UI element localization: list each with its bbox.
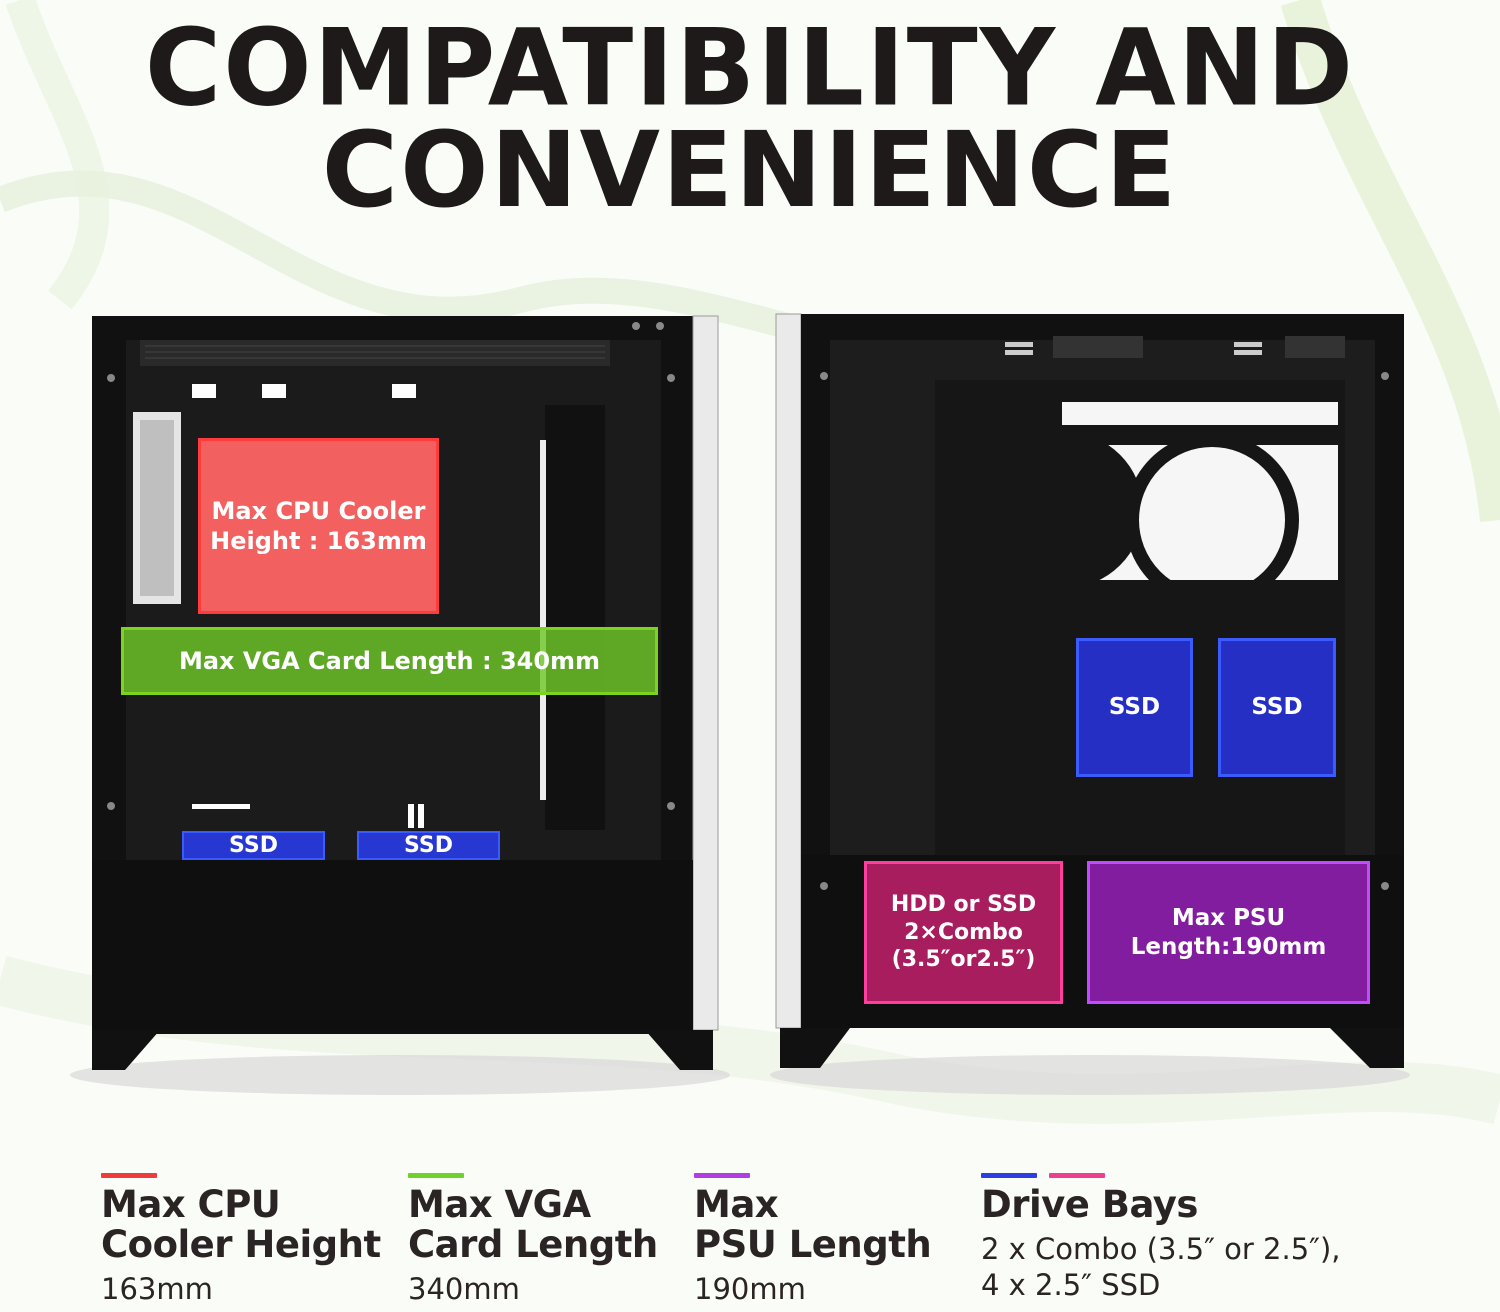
color-bar: [408, 1173, 464, 1178]
psu-label: Max PSU Length:190mm: [1130, 904, 1327, 960]
ssd-label: SSD: [1251, 694, 1303, 721]
color-bar: [1049, 1173, 1105, 1178]
headline-line-1: COMPATIBILITY AND: [144, 5, 1356, 131]
color-bar: [101, 1173, 157, 1178]
spec-value: 340mm: [408, 1272, 520, 1306]
color-bar: [694, 1173, 750, 1178]
hdd-combo-label: HDD or SSD 2×Combo (3.5″or2.5″): [890, 892, 1037, 973]
cpu-cooler-zone: Max CPU Cooler Height : 163mm: [198, 438, 439, 614]
ssd-zone-right-1: SSD: [1076, 638, 1193, 777]
vga-card-zone: Max VGA Card Length : 340mm: [121, 627, 658, 695]
ssd-label: SSD: [1108, 694, 1161, 721]
spec-title: Max VGA Card Length: [408, 1183, 658, 1266]
ssd-label: SSD: [404, 832, 453, 858]
spec-value: 163mm: [101, 1272, 213, 1306]
psu-zone: Max PSU Length:190mm: [1087, 861, 1370, 1004]
spec-title: Max PSU Length: [694, 1183, 932, 1266]
spec-title: Drive Bays: [981, 1183, 1198, 1226]
ssd-zone-left-2: SSD: [357, 831, 500, 860]
spec-cpu-cooler: Max CPU Cooler Height 163mm: [101, 1163, 391, 1307]
spec-vga-card: Max VGA Card Length 340mm: [408, 1163, 678, 1307]
spec-value: 2 x Combo (3.5″ or 2.5″), 4 x 2.5″ SSD: [981, 1232, 1341, 1302]
vga-card-label: Max VGA Card Length : 340mm: [178, 647, 601, 675]
headline-line-2: CONVENIENCE: [321, 109, 1179, 231]
hdd-combo-zone: HDD or SSD 2×Combo (3.5″or2.5″): [864, 861, 1063, 1004]
spec-title: Max CPU Cooler Height: [101, 1183, 381, 1266]
ssd-label: SSD: [229, 832, 278, 858]
spec-value: 190mm: [694, 1272, 806, 1306]
spec-drive-bays: Drive Bays 2 x Combo (3.5″ or 2.5″), 4 x…: [981, 1163, 1401, 1303]
ssd-zone-left-1: SSD: [182, 831, 325, 860]
spec-psu-length: Max PSU Length 190mm: [694, 1163, 964, 1307]
cpu-cooler-label: Max CPU Cooler Height : 163mm: [210, 497, 427, 555]
ssd-zone-right-2: SSD: [1218, 638, 1336, 777]
color-bar: [981, 1173, 1037, 1178]
